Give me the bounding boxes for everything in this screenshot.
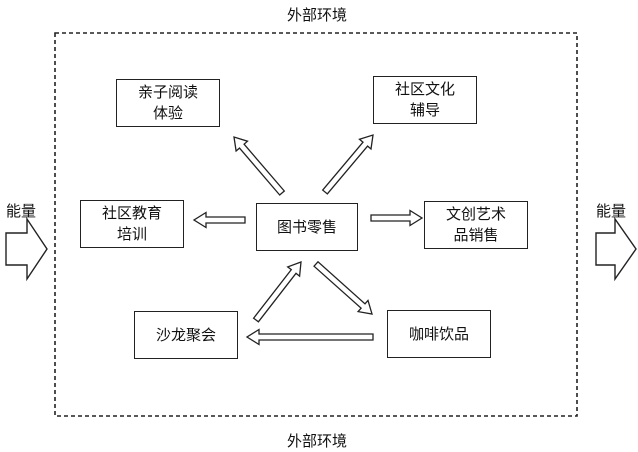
node-parent-child-reading-line-2: 体验 [152,104,183,122]
energy-output-arrow [595,216,637,282]
environment-top-label: 外部环境 [287,6,348,24]
node-community-education-line-2: 培训 [116,225,147,243]
node-community-culture-line-2: 辅导 [409,101,440,119]
node-community-culture-line-1: 社区文化 [394,80,455,98]
environment-bottom-label: 外部环境 [287,432,348,450]
node-creative-art-sales: 文创艺术 品销售 [424,201,528,249]
environment-boundary [54,32,578,417]
node-community-education-line-1: 社区教育 [101,204,162,222]
energy-input-arrow [5,216,48,282]
energy-output-label: 能量 [596,202,627,220]
arrow-salon-to-retail [252,261,302,323]
node-community-culture: 社区文化 辅导 [373,76,477,124]
arrow-retail-to-creative-art [370,209,424,227]
node-creative-art-sales-line-2: 品销售 [453,226,499,244]
arrow-retail-to-community-culture [321,134,374,195]
node-book-retail-line-1: 图书零售 [276,217,337,236]
node-parent-child-reading-line-1: 亲子阅读 [137,83,198,101]
node-coffee-drinks: 咖啡饮品 [387,310,491,358]
arrow-retail-to-parent-reading [233,136,286,196]
arrow-coffee-to-salon [245,328,374,346]
arrow-retail-to-community-education [192,211,246,229]
node-book-retail: 图书零售 [256,203,358,251]
node-salon-gathering: 沙龙聚会 [134,311,238,359]
node-community-education: 社区教育 培训 [80,200,184,248]
node-creative-art-sales-line-1: 文创艺术 [445,205,506,223]
energy-input-label: 能量 [6,202,37,220]
node-salon-gathering-line-1: 沙龙聚会 [155,325,216,344]
arrow-retail-to-coffee [313,260,373,315]
node-parent-child-reading: 亲子阅读 体验 [116,79,220,127]
node-coffee-drinks-line-1: 咖啡饮品 [408,324,469,343]
